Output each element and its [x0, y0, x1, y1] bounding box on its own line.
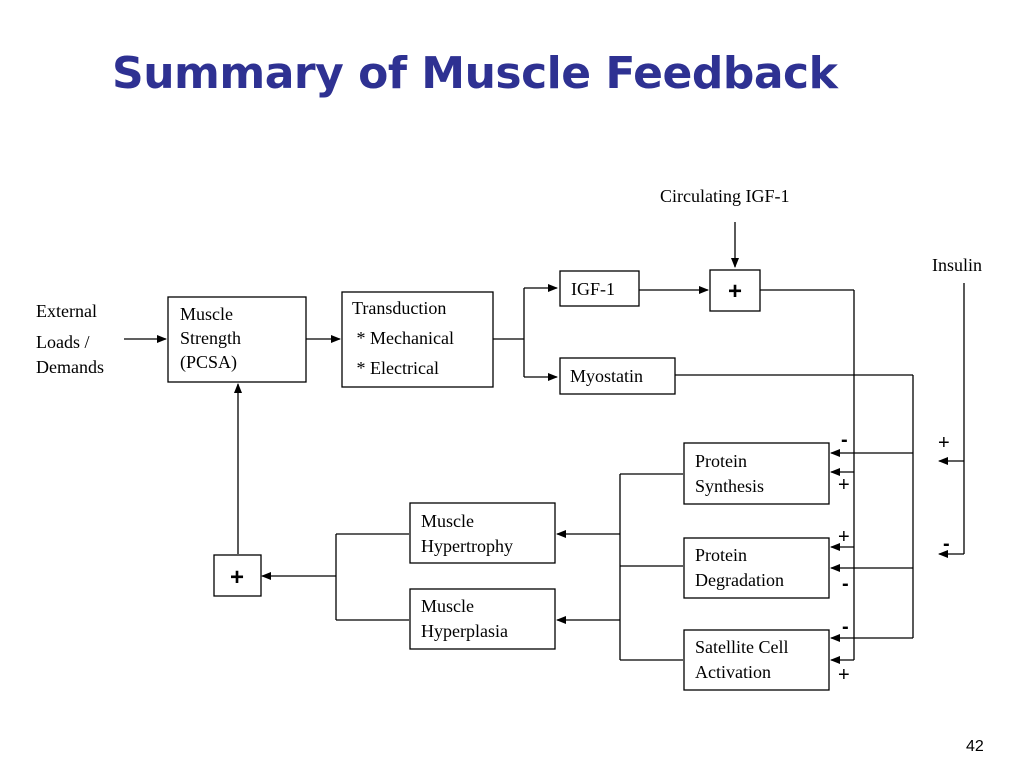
slide-title: Summary of Muscle Feedback — [112, 48, 838, 99]
sign-labels: - + + + - - - + — [838, 429, 950, 686]
muscle-hypertrophy-box: Muscle Hypertrophy — [409, 502, 556, 564]
summing-junction-top: + — [709, 269, 761, 312]
svg-text:Muscle Hyperplasia: Muscle Hyperplasia — [421, 596, 508, 641]
sign-satellite-igf: + — [838, 664, 850, 686]
igf1-box: IGF-1 — [559, 270, 640, 307]
sign-synthesis-igf: + — [838, 474, 850, 496]
sign-degradation-myostatin: - — [842, 573, 849, 595]
transduction-box: Transduction * Mechanical * Electrical — [0, 0, 494, 388]
circulating-igf1-label: Circulating IGF-1 — [660, 186, 789, 206]
sign-satellite-myostatin: - — [842, 616, 849, 638]
sign-degradation-igf: + — [838, 526, 850, 548]
protein-degradation-box: Protein Degradation — [683, 537, 830, 599]
connector-lines — [124, 222, 965, 664]
satellite-cell-box: Satellite Cell Activation — [683, 629, 830, 691]
sign-synthesis-insulin: + — [938, 432, 950, 454]
protein-synthesis-box: Protein Synthesis — [683, 442, 830, 505]
insulin-label: Insulin — [932, 255, 982, 275]
svg-text:+: + — [230, 564, 244, 591]
svg-text:+: + — [728, 278, 742, 305]
sign-synthesis-myostatin: - — [841, 429, 848, 451]
muscle-hyperplasia-box: Muscle Hyperplasia — [409, 588, 556, 650]
svg-text:Transduction * Mechanic: Transduction * Mechanical * Electrical — [0, 0, 485, 378]
svg-text:Muscle Hypertrophy: Muscle Hypertrophy — [421, 511, 513, 556]
summing-junction-bottom: + — [213, 554, 262, 597]
svg-text:Myostatin: Myostatin — [570, 366, 643, 386]
sign-degradation-insulin: - — [943, 533, 950, 555]
page-number: 42 — [966, 738, 984, 755]
svg-text:Protein Degradation: Protein Degradation — [695, 545, 784, 590]
external-loads-label: External Loads / Demands — [36, 301, 104, 377]
svg-text:IGF-1: IGF-1 — [571, 279, 615, 299]
svg-text:Muscle Strength (P: Muscle Strength (PCSA) — [180, 304, 246, 373]
svg-text:Protein Synthesis: Protein Synthesis — [695, 451, 764, 496]
muscle-strength-box: Muscle Strength (PCSA) — [167, 296, 307, 383]
svg-text:Satellite Cell Activatio: Satellite Cell Activation — [695, 637, 793, 682]
myostatin-box: Myostatin — [559, 357, 676, 395]
